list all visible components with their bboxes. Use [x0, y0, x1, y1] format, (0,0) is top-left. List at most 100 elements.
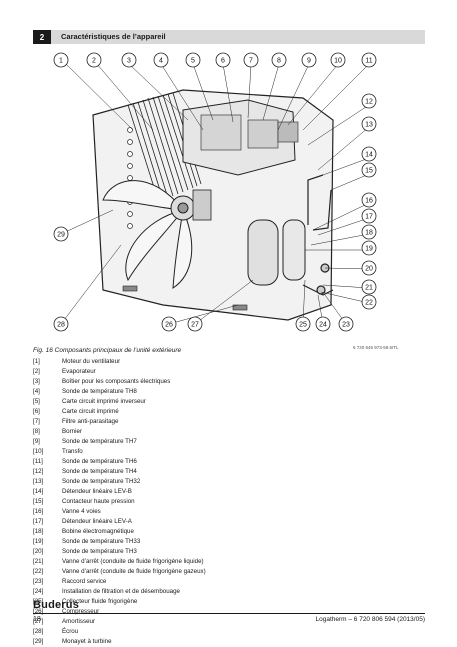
legend-item: [29]Monayet à turbine — [33, 637, 206, 647]
legend-number: [24] — [33, 588, 44, 595]
legend-item: [16]Vanne 4 voies — [33, 507, 206, 517]
legend-number: [22] — [33, 568, 44, 575]
legend-number: [5] — [33, 398, 40, 405]
callout-28: 28 — [57, 322, 65, 329]
legend-label: Carte circuit imprimé — [62, 408, 119, 415]
legend-label: Contacteur haute pression — [62, 498, 135, 505]
legend-item: [21]Vanne d’arrêt (conduite de fluide fr… — [33, 557, 206, 567]
callout-25: 25 — [299, 322, 307, 329]
legend-label: Carte circuit imprimé inverseur — [62, 398, 146, 405]
callout-22: 22 — [365, 300, 373, 307]
outdoor-unit-illustration: 1 2 3 4 5 6 7 8 9 10 11 12 13 14 15 16 1… — [53, 52, 377, 332]
legend-item: [20]Sonde de température TH3 — [33, 547, 206, 557]
legend-item: [24] Installation de filtration et de dés… — [33, 587, 206, 597]
legend-item: [19] Sonde de température TH33 — [33, 537, 206, 547]
callout-11: 11 — [365, 58, 372, 65]
legend-item: [12] Sonde de température TH4 — [33, 467, 206, 477]
legend-label: Evaporateur — [62, 368, 96, 375]
callout-8: 8 — [277, 58, 281, 65]
document-reference: Logatherm – 6 720 806 594 (2013/05) — [315, 616, 425, 623]
callout-numbers: 1 2 3 4 5 6 7 8 9 10 11 12 13 14 15 16 1… — [57, 58, 373, 329]
legend-number: [16] — [33, 508, 44, 515]
callout-26: 26 — [165, 322, 173, 329]
legend-label: Sonde de température TH32 — [62, 478, 141, 485]
legend-label: Boîtier pour les composants électriques — [62, 378, 171, 385]
footer-divider — [33, 613, 425, 614]
legend-number: [14] — [33, 488, 44, 495]
figure-caption: Fig. 16 Composants principaux de l’unité… — [33, 347, 182, 354]
brand-logo: Buderus — [33, 599, 80, 611]
legend-item: [25]Collecteur fluide frigorigène — [33, 597, 206, 607]
legend-item: [3]Boîtier pour les composants électriqu… — [33, 377, 206, 387]
transformer — [277, 121, 299, 143]
callout-9: 9 — [307, 58, 311, 65]
callout-leaders — [60, 63, 370, 325]
legend-number: [23] — [33, 578, 44, 585]
callout-6: 6 — [221, 58, 225, 65]
component-legend: [1]Moteur du ventilateur [2]Evaporateur … — [33, 357, 206, 647]
legend-label: Sonde de température TH3 — [62, 548, 137, 555]
legend-label: Installation de filtration et de désembo… — [62, 588, 180, 595]
legend-number: [26] — [33, 608, 44, 615]
legend-label: Amortisseur — [62, 618, 96, 625]
legend-item: [14]Détendeur linéaire LEV-B — [33, 487, 206, 497]
legend-label: Transfo — [62, 448, 83, 455]
legend-item: [4]Sonde de température TH8 — [33, 387, 206, 397]
legend-label: Bornier — [62, 428, 82, 435]
legend-number: [10] — [33, 448, 44, 455]
fan — [102, 180, 196, 289]
callout-18: 18 — [365, 230, 373, 237]
legend-number: [21] — [33, 558, 44, 565]
legend-number: [25] — [33, 598, 44, 605]
legend-item: [22]Vanne d’arrêt (conduite de fluide fr… — [33, 567, 206, 577]
legend-number: [29] — [33, 638, 44, 645]
callout-15: 15 — [365, 168, 373, 175]
section-title: Caractéristiques de l’appareil — [61, 32, 166, 41]
legend-label: Écrou — [62, 628, 79, 635]
pcb-board — [200, 114, 242, 151]
legend-number: [8] — [33, 428, 40, 435]
legend-number: [6] — [33, 408, 40, 415]
callout-circles — [53, 52, 377, 332]
legend-item: [8] Bornier — [33, 427, 206, 437]
legend-label: Raccord service — [62, 578, 107, 585]
callout-2: 2 — [92, 58, 96, 65]
legend-label: Sonde de température TH4 — [62, 468, 137, 475]
legend-number: [19] — [33, 538, 44, 545]
legend-item: [23] Raccord service — [33, 577, 206, 587]
legend-number: [13] — [33, 478, 44, 485]
callout-7: 7 — [249, 58, 253, 65]
callout-20: 20 — [365, 266, 373, 273]
legend-label: Filtre anti-parasitage — [62, 418, 119, 425]
legend-number: [18] — [33, 528, 44, 535]
legend-item: [10] Transfo — [33, 447, 206, 457]
fan-motor — [192, 189, 212, 221]
callout-29: 29 — [57, 232, 65, 239]
callout-23: 23 — [342, 322, 350, 329]
legend-label: Sonde de température TH8 — [62, 388, 137, 395]
callout-21: 21 — [365, 285, 373, 292]
callout-13: 13 — [365, 122, 373, 129]
legend-label: Compresseur — [62, 608, 100, 615]
callout-5: 5 — [191, 58, 195, 65]
unit-feet — [122, 285, 248, 311]
callout-10: 10 — [334, 58, 342, 65]
legend-number: [17] — [33, 518, 44, 525]
legend-number: [1] — [33, 358, 40, 365]
legend-item: [2]Evaporateur — [33, 367, 206, 377]
legend-label: Bobine électromagnétique — [62, 528, 134, 535]
callout-12: 12 — [365, 99, 373, 106]
legend-number: [12] — [33, 468, 44, 475]
callout-4: 4 — [159, 58, 163, 65]
callout-17: 17 — [365, 214, 373, 221]
callout-27: 27 — [191, 322, 199, 329]
figure-reference-code: 6 720 646 973-59.6ITL — [353, 345, 399, 350]
coil-tubes — [127, 127, 133, 229]
legend-number: [11] — [33, 458, 43, 465]
legend-label: Sonde de température TH33 — [62, 538, 141, 545]
legend-item: [26] Compresseur — [33, 607, 206, 617]
legend-item: [28]Écrou — [33, 627, 206, 637]
legend-label: Sonde de température TH7 — [62, 438, 137, 445]
legend-number: [15] — [33, 498, 44, 505]
legend-label: Détendeur linéaire LEV-A — [62, 518, 132, 525]
